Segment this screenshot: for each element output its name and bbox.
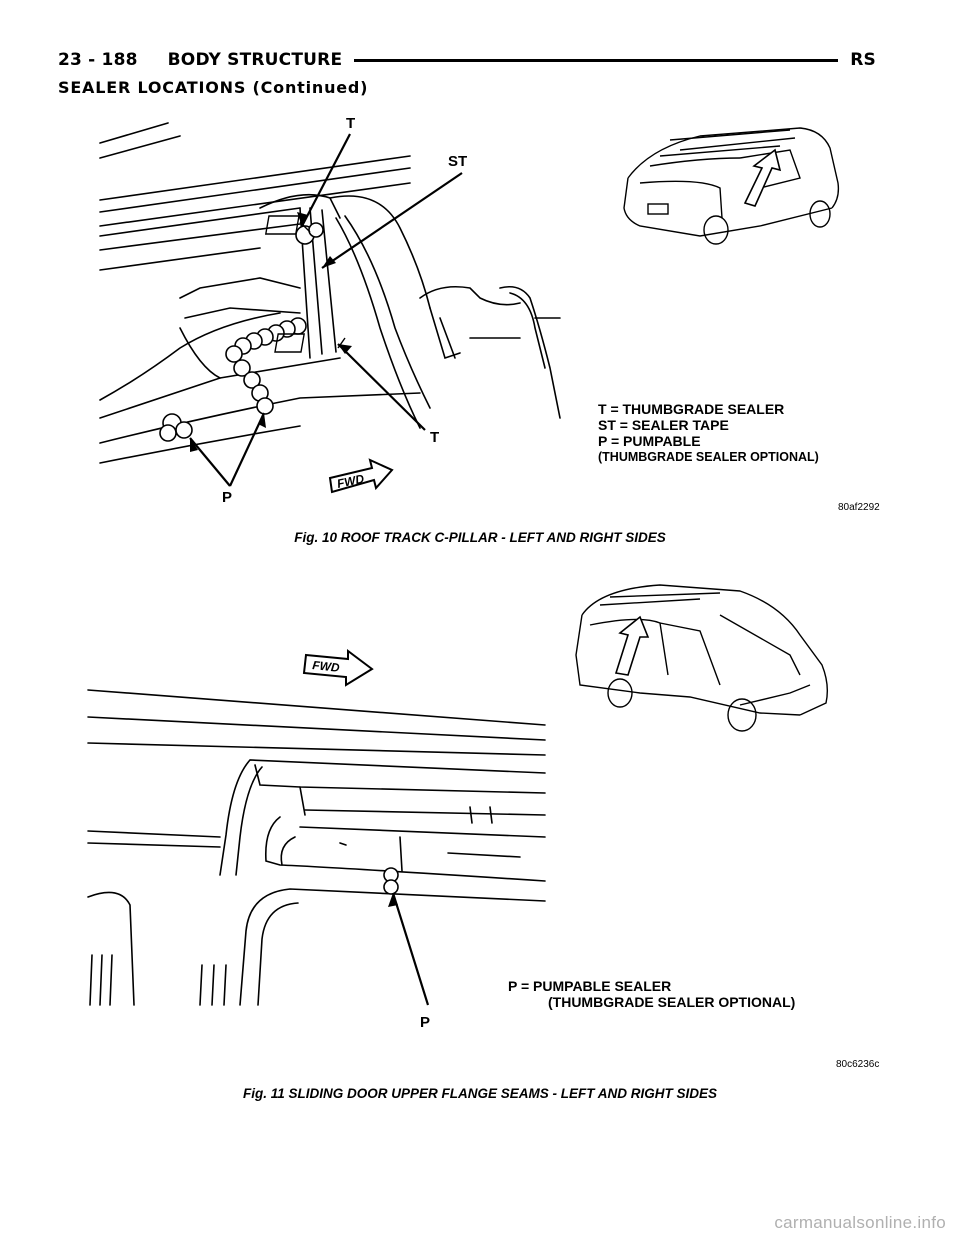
- forward-arrow-icon: FWD: [328, 458, 394, 494]
- callout-t-top: T: [346, 115, 355, 132]
- document-code: RS: [850, 50, 876, 70]
- legend-line-3: P = PUMPABLE: [598, 433, 701, 449]
- legend-line-2: ST = SEALER TAPE: [598, 417, 729, 433]
- fwd-label: FWD: [336, 471, 366, 490]
- figure-10: T ST T P FWD T = THUMBGRADE SEALER ST = …: [0, 108, 960, 528]
- callout-arrowheads: [190, 212, 352, 452]
- sealer-tape-strip: [264, 215, 346, 353]
- section-title: BODY STRUCTURE: [167, 50, 343, 70]
- legend-line-1: T = THUMBGRADE SEALER: [598, 401, 784, 417]
- figure-11-caption: Fig. 11 SLIDING DOOR UPPER FLANGE SEAMS …: [242, 1086, 718, 1101]
- callout-p: P: [222, 489, 232, 506]
- figure-11: P FWD P = PUMPABLE SEALER (THUMBGRADE SE…: [0, 575, 960, 1075]
- subheading: SEALER LOCATIONS (Continued): [58, 78, 369, 97]
- header-rule: [354, 58, 839, 62]
- pumpable-sealer-beads: [159, 222, 324, 442]
- figure-11-illustration: P FWD P = PUMPABLE SEALER (THUMBGRADE SE…: [87, 584, 879, 1070]
- callout-leader: [391, 892, 430, 1006]
- minivan-locator-icon: [575, 584, 829, 732]
- minivan-locator-icon: [623, 127, 840, 245]
- callout-arrowhead: [388, 893, 398, 907]
- image-code: 80af2292: [838, 502, 880, 513]
- callout-leaders: [189, 133, 463, 487]
- legend-line-1: P = PUMPABLE SEALER: [508, 978, 671, 994]
- callout-st: ST: [448, 153, 467, 170]
- callout-t-bottom: T: [430, 429, 439, 446]
- watermark: carmanualsonline.info: [774, 1213, 946, 1232]
- legend-note: (THUMBGRADE SEALER OPTIONAL): [598, 450, 819, 464]
- figure-10-illustration: T ST T P FWD T = THUMBGRADE SEALER ST = …: [99, 115, 880, 513]
- page-header: 23 - 188 BODY STRUCTURE RS: [58, 48, 876, 72]
- door-flange-linework: [87, 689, 546, 1006]
- figure-10-caption: Fig. 10 ROOF TRACK C-PILLAR - LEFT AND R…: [294, 530, 666, 545]
- legend-note: (THUMBGRADE SEALER OPTIONAL): [548, 994, 795, 1010]
- forward-arrow-icon: FWD: [302, 649, 374, 687]
- callout-p: P: [420, 1014, 430, 1031]
- pumpable-sealer-bead: [383, 867, 399, 895]
- image-code: 80c6236c: [836, 1059, 879, 1070]
- fwd-label: FWD: [312, 658, 341, 675]
- page-number: 23 - 188: [58, 50, 138, 70]
